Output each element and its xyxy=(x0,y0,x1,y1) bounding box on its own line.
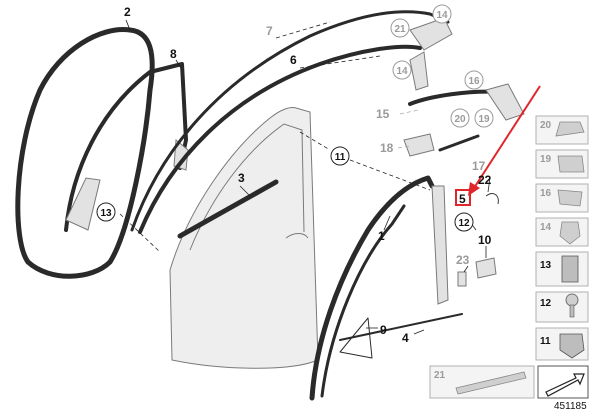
callout-8: 8 xyxy=(170,47,177,61)
door-opening-seal xyxy=(309,175,435,401)
legend-tile-19: 19 xyxy=(535,149,589,179)
legend-tile-20: 20 xyxy=(535,115,589,145)
bracket-18 xyxy=(403,133,435,157)
legend-tile-13: 13 xyxy=(535,251,589,287)
highlight-arrow xyxy=(473,85,541,189)
upper-trim-16 xyxy=(485,83,525,121)
svg-text:14: 14 xyxy=(396,66,408,77)
callout-9: 9 xyxy=(380,323,387,337)
callout-5: 5 xyxy=(459,192,466,206)
bracket-10 xyxy=(475,257,497,279)
callout-20-circle: 20 xyxy=(450,108,470,128)
svg-text:14: 14 xyxy=(540,222,552,233)
clip-19-icon xyxy=(557,155,585,173)
callout-4: 4 xyxy=(402,331,409,345)
clip-13-icon xyxy=(561,255,579,283)
roof-seal-end-top xyxy=(409,17,453,51)
callout-14a-circle: 14 xyxy=(432,4,452,24)
screw-12-shank xyxy=(569,304,575,318)
strip-21-icon xyxy=(455,371,527,395)
svg-text:20: 20 xyxy=(540,120,552,131)
screw-12-icon xyxy=(565,293,579,307)
callout-11-circle: 11 xyxy=(330,146,350,166)
roof-seal-outer xyxy=(130,10,450,232)
callout-3: 3 xyxy=(238,171,245,185)
callout-22: 22 xyxy=(478,173,492,187)
clip-11-icon xyxy=(559,333,585,359)
callout-17: 17 xyxy=(472,159,486,173)
window-strip xyxy=(177,179,279,239)
direction-arrow-tile xyxy=(537,365,589,399)
svg-text:14: 14 xyxy=(436,10,448,21)
roof-seal-end-bottom xyxy=(409,51,429,91)
svg-text:21: 21 xyxy=(394,24,406,35)
callout-2: 2 xyxy=(124,5,131,19)
door-opening-seal-lower xyxy=(320,204,406,398)
direction-arrow-icon xyxy=(545,373,585,397)
curve-22 xyxy=(485,193,499,205)
svg-text:13: 13 xyxy=(100,208,112,219)
callout-12-circle: 12 xyxy=(454,212,474,232)
legend-tile-21: 21 xyxy=(429,365,535,399)
clip-23 xyxy=(457,271,467,287)
callout-14b-circle: 14 xyxy=(392,60,412,80)
svg-text:13: 13 xyxy=(540,260,552,271)
callout-1: 1 xyxy=(378,229,385,243)
svg-text:16: 16 xyxy=(468,76,480,87)
upper-trim-15 xyxy=(408,89,502,106)
callout-7: 7 xyxy=(266,24,273,38)
legend-tile-16: 16 xyxy=(535,183,589,213)
callout-13-circle: 13 xyxy=(96,202,116,222)
callout-23: 23 xyxy=(456,253,470,267)
pillar-trim xyxy=(173,138,189,171)
triangle-trim xyxy=(339,317,373,359)
svg-text:20: 20 xyxy=(454,114,466,125)
svg-text:19: 19 xyxy=(540,154,552,165)
svg-text:11: 11 xyxy=(540,336,551,347)
svg-text:16: 16 xyxy=(540,188,552,199)
callout-21-circle: 21 xyxy=(390,18,410,38)
door-handle-recess xyxy=(285,233,309,239)
sill-strip xyxy=(339,313,463,341)
frame-seal-inner xyxy=(64,62,188,232)
svg-text:12: 12 xyxy=(540,298,552,309)
svg-text:21: 21 xyxy=(434,370,446,381)
door-shell xyxy=(169,107,319,369)
callout-19-circle: 19 xyxy=(474,108,494,128)
svg-text:19: 19 xyxy=(478,114,490,125)
roof-seal-inner xyxy=(138,44,422,234)
legend-tile-14: 14 xyxy=(535,217,589,247)
clip-14-icon xyxy=(559,221,581,245)
frame-seal-lower xyxy=(65,177,101,231)
svg-text:12: 12 xyxy=(458,218,470,229)
upper-trim-17 xyxy=(438,134,480,152)
clip-20-icon xyxy=(555,121,585,137)
callout-10: 10 xyxy=(478,233,492,247)
clip-16-icon xyxy=(557,189,583,207)
legend-tile-11: 11 xyxy=(535,327,589,361)
door-seal-outer xyxy=(15,27,155,279)
highlight-box xyxy=(455,189,471,206)
svg-text:11: 11 xyxy=(335,152,346,163)
callout-6: 6 xyxy=(290,53,297,67)
legend-tile-12: 12 xyxy=(535,291,589,323)
callout-18: 18 xyxy=(380,141,394,155)
callout-16-circle: 16 xyxy=(464,70,484,90)
callout-15: 15 xyxy=(376,107,390,121)
b-pillar-strip xyxy=(431,185,449,305)
door-window-frame xyxy=(189,123,305,251)
drawing-number: 451185 xyxy=(554,401,587,412)
